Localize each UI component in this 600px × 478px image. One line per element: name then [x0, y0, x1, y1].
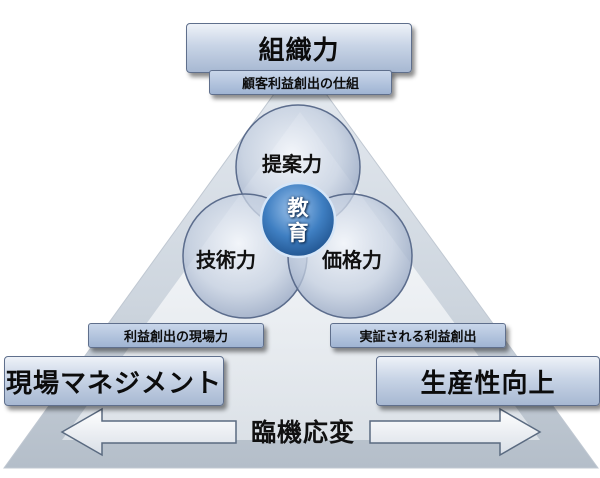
org-power-box: 組織力	[186, 23, 412, 73]
education-circle	[259, 181, 337, 259]
technical-power-label: 技術力	[196, 248, 256, 272]
customer-profit-mechanism-label-box: 顧客利益創出の仕組	[209, 70, 392, 95]
customer-profit-mechanism-label: 顧客利益創出の仕組	[241, 77, 359, 92]
education-label: 教 育	[264, 191, 332, 251]
price-power-label: 価格力	[322, 248, 382, 272]
proven-profit-creation-label-box: 実証される利益創出	[330, 323, 506, 348]
left-arrow	[60, 407, 237, 457]
field-profit-creation-label: 利益創出の現場力	[123, 330, 228, 345]
proposal-power-label: 提案力	[262, 152, 322, 176]
education-label-line2: 育	[287, 221, 309, 245]
right-arrow	[369, 407, 542, 457]
proven-profit-creation-label: 実証される利益創出	[359, 330, 477, 345]
adaptability-label: 臨機応変	[250, 418, 355, 447]
education-label-line1: 教	[287, 196, 309, 220]
field-profit-creation-label-box: 利益創出の現場力	[88, 323, 264, 348]
field-management-box: 現場マネジメント	[4, 356, 224, 406]
productivity-improvement-label: 生産性向上	[420, 368, 556, 399]
productivity-improvement-box: 生産性向上	[376, 356, 600, 406]
org-power-label: 組織力	[258, 35, 340, 66]
field-management-label: 現場マネジメント	[5, 368, 222, 399]
